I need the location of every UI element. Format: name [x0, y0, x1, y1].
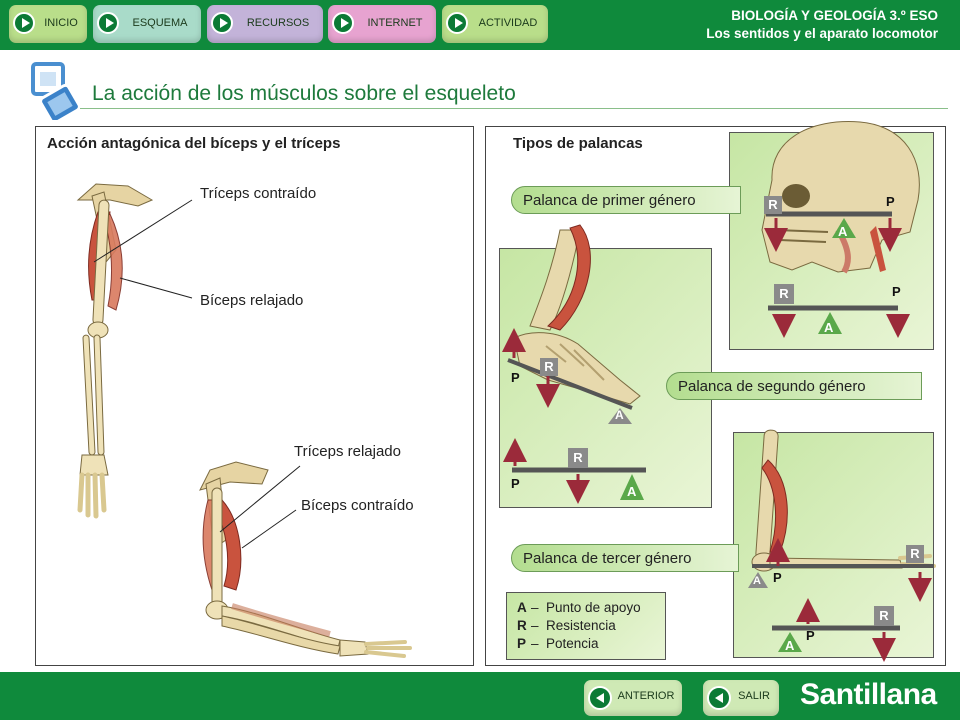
title-divider	[80, 108, 948, 109]
legend-item: R– Resistencia	[517, 618, 616, 633]
exit-button[interactable]: SALIR	[703, 680, 779, 716]
course-subject: BIOLOGÍA Y GEOLOGÍA 3.º ESO	[731, 8, 938, 23]
nav-esquema-button[interactable]: ESQUEMA	[93, 5, 201, 43]
play-arrow-icon	[97, 12, 119, 34]
right-panel-heading: Tipos de palancas	[513, 135, 643, 152]
first-class-lever-box	[729, 132, 934, 350]
left-panel-heading: Acción antagónica del bíceps y el trícep…	[47, 135, 341, 152]
legend-item: A– Punto de apoyo	[517, 600, 641, 615]
resistance-marker: R	[540, 358, 558, 376]
slides-icon	[31, 62, 80, 120]
play-arrow-icon	[446, 12, 468, 34]
nav-label: ACTIVIDAD	[478, 17, 538, 29]
third-class-lever-label: Palanca de tercer género	[511, 544, 739, 572]
label-biceps-relaxed: Bíceps relajado	[200, 292, 304, 309]
resistance-marker: R	[568, 448, 588, 468]
resistance-marker: R	[764, 196, 782, 214]
label-triceps-relaxed: Tríceps relajado	[294, 443, 401, 460]
back-arrow-icon	[707, 686, 731, 710]
power-marker: P	[511, 370, 520, 385]
power-marker: P	[806, 628, 815, 643]
nav-inicio-button[interactable]: INICIO	[9, 5, 87, 43]
legend-item: P– Potencia	[517, 636, 599, 651]
power-marker: P	[886, 194, 895, 209]
unit-title: Los sentidos y el aparato locomotor	[706, 26, 938, 41]
label-triceps-contracted: Tríceps contraído	[200, 185, 317, 202]
fulcrum-marker: A	[627, 484, 637, 499]
nav-label: RECURSOS	[246, 17, 310, 29]
santillana-logo: Santillana	[800, 678, 937, 711]
nav-internet-button[interactable]: INTERNET	[328, 5, 436, 43]
previous-button[interactable]: ANTERIOR	[584, 680, 682, 716]
antagonistic-action-panel	[35, 126, 474, 666]
fulcrum-marker: A	[838, 224, 848, 239]
resistance-marker: R	[774, 284, 794, 304]
second-class-lever-label: Palanca de segundo género	[666, 372, 922, 400]
slide-title: La acción de los músculos sobre el esque…	[92, 82, 516, 105]
first-class-lever-label: Palanca de primer género	[511, 186, 741, 214]
exit-label: SALIR	[738, 690, 770, 702]
nav-label: INICIO	[44, 17, 78, 29]
play-arrow-icon	[332, 12, 354, 34]
play-arrow-icon	[13, 12, 35, 34]
nav-label: INTERNET	[367, 17, 423, 29]
power-marker: P	[892, 284, 901, 299]
resistance-marker: R	[906, 545, 924, 563]
third-class-lever-box	[733, 432, 934, 658]
lever-legend: A– Punto de apoyo R– Resistencia P– Pote…	[506, 592, 666, 660]
fulcrum-marker: A	[615, 408, 624, 422]
nav-label: ESQUEMA	[132, 17, 188, 29]
previous-label: ANTERIOR	[617, 690, 675, 702]
nav-recursos-button[interactable]: RECURSOS	[207, 5, 323, 43]
fulcrum-marker: A	[824, 320, 834, 335]
label-biceps-contracted: Bíceps contraído	[301, 497, 414, 514]
resistance-marker: R	[874, 606, 894, 626]
power-marker: P	[511, 476, 520, 491]
course-header: BIOLOGÍA Y GEOLOGÍA 3.º ESO Los sentidos…	[706, 7, 938, 43]
bottom-bar	[0, 672, 960, 720]
fulcrum-marker: A	[753, 575, 761, 587]
fulcrum-marker: A	[785, 638, 795, 653]
nav-actividad-button[interactable]: ACTIVIDAD	[442, 5, 548, 43]
play-arrow-icon	[211, 12, 233, 34]
back-arrow-icon	[588, 686, 612, 710]
power-marker: P	[773, 570, 782, 585]
